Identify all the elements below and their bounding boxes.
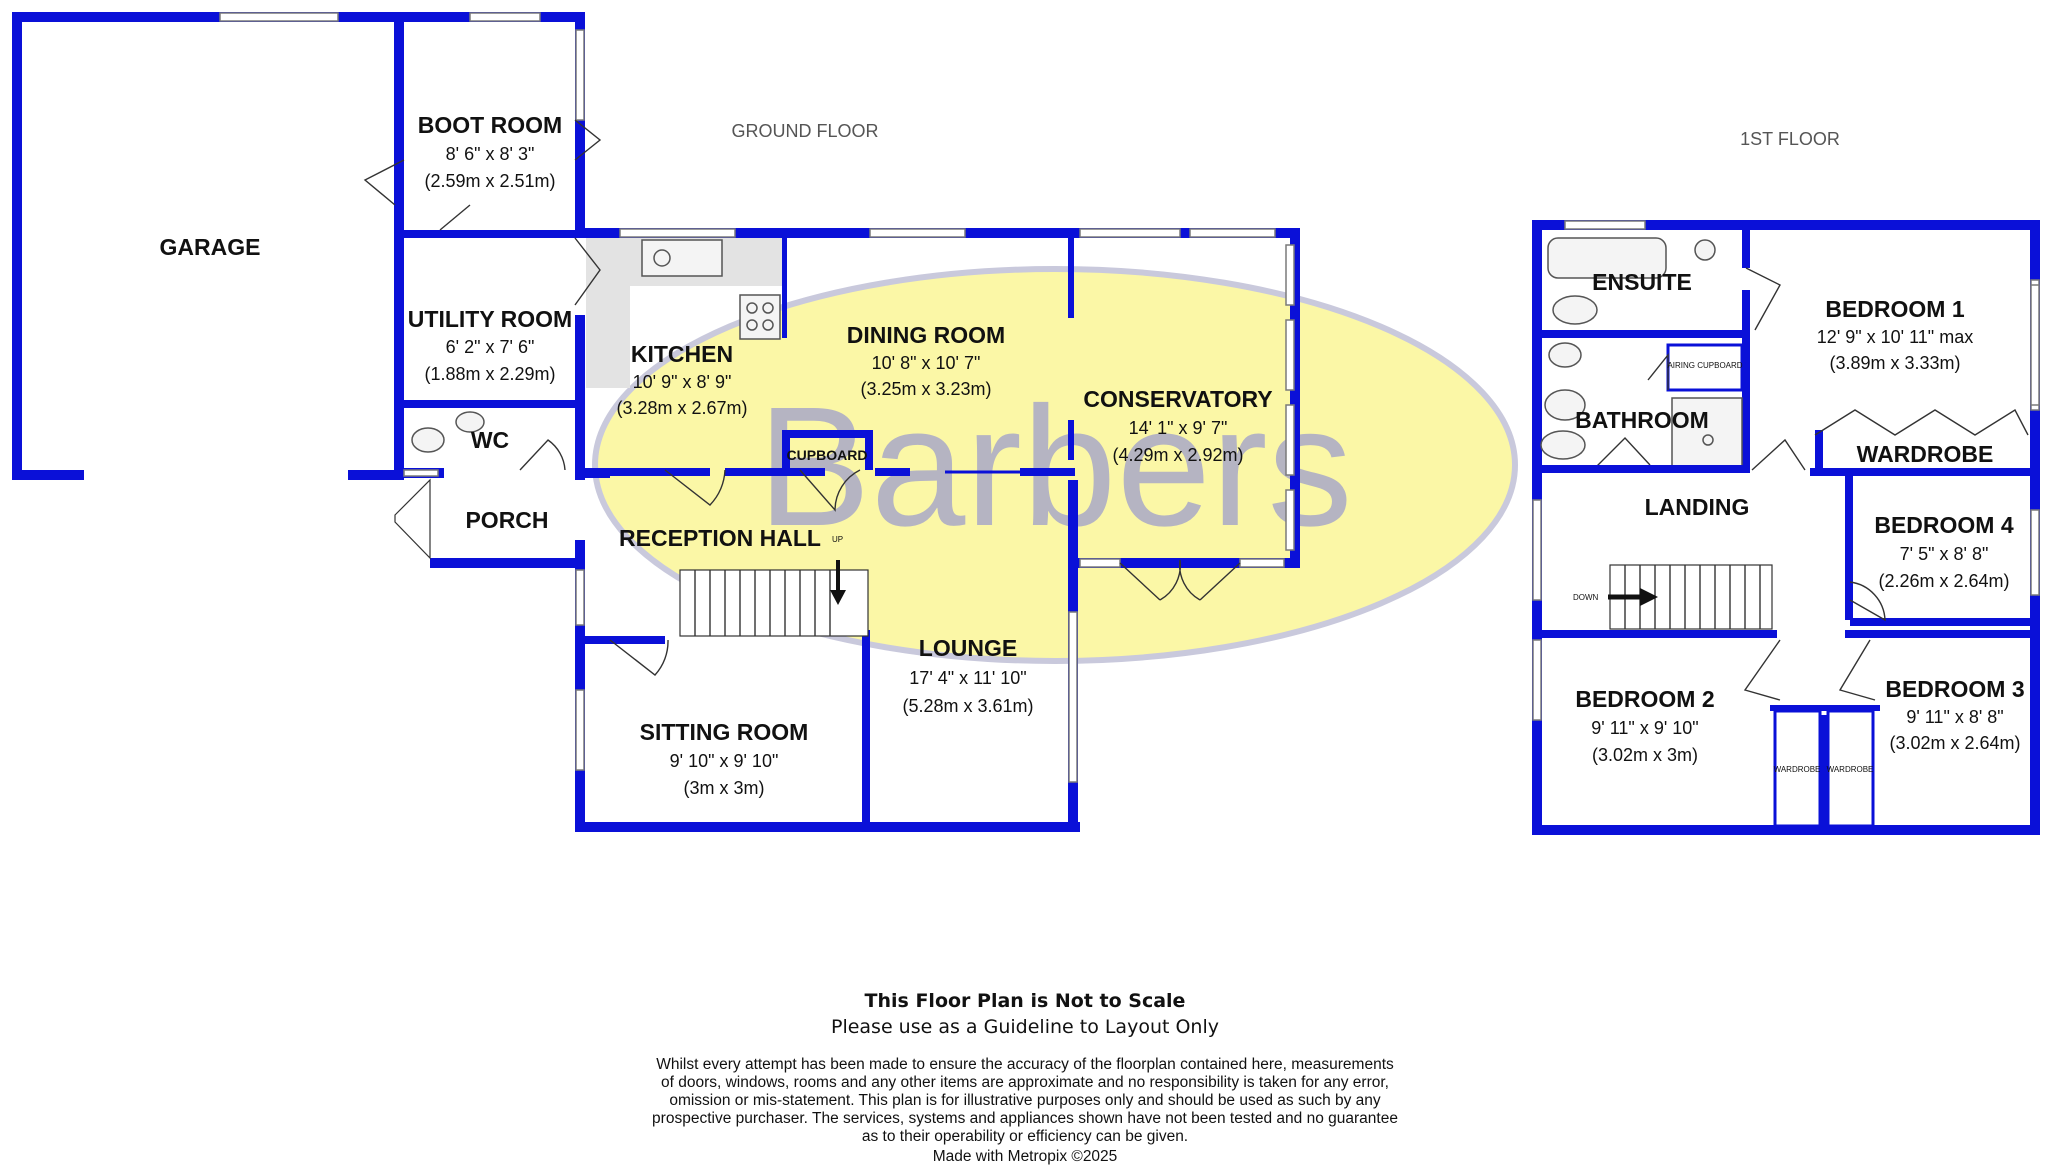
disclaimer-line: omission or mis-statement. This plan is …: [669, 1092, 1381, 1109]
first-floor-label: 1ST FLOOR: [1740, 129, 1840, 149]
watermark-text: Barbers: [757, 372, 1352, 562]
first-floor-plan: DOWN: [1532, 220, 2040, 835]
conservatory-name: CONSERVATORY: [1083, 386, 1272, 412]
sitting-room-imperial: 9' 10" x 9' 10": [670, 751, 779, 771]
kitchen-imperial: 10' 9" x 8' 9": [633, 372, 732, 392]
dining-room-imperial: 10' 8" x 10' 7": [872, 353, 981, 373]
ground-floor-stairs: UP: [679, 535, 869, 637]
utility-room-imperial: 6' 2" x 7' 6": [446, 337, 535, 357]
wardrobe-small-1-name: WARDROBE: [1774, 765, 1821, 774]
boot-room-imperial: 8' 6" x 8' 3": [446, 144, 535, 164]
bedroom1-metric: (3.89m x 3.33m): [1829, 353, 1960, 373]
wardrobe-name: WARDROBE: [1857, 441, 1994, 467]
disclaimer-line: as to their operability or efficiency ca…: [861, 1128, 1189, 1145]
disclaimer-line: of doors, windows, rooms and any other i…: [660, 1074, 1389, 1091]
lounge-name: LOUNGE: [919, 635, 1017, 661]
wardrobe-small-2-name: WARDROBE: [1827, 765, 1874, 774]
conservatory-metric: (4.29m x 2.92m): [1112, 445, 1243, 465]
disclaimer-line: Whilst every attempt has been made to en…: [656, 1056, 1394, 1073]
ground-floor-label: GROUND FLOOR: [731, 121, 878, 141]
utility-room-metric: (1.88m x 2.29m): [424, 364, 555, 384]
reception-hall-name: RECEPTION HALL: [619, 525, 821, 551]
bedroom2-metric: (3.02m x 3m): [1592, 745, 1698, 765]
metropix-credit: Made with Metropix ©2025: [932, 1148, 1118, 1165]
boot-room-metric: (2.59m x 2.51m): [424, 171, 555, 191]
garage-name: GARAGE: [160, 234, 261, 260]
sitting-room-name: SITTING ROOM: [640, 719, 809, 745]
bedroom1-name: BEDROOM 1: [1825, 296, 1965, 322]
bedroom4-imperial: 7' 5" x 8' 8": [1900, 544, 1989, 564]
bathroom-name: BATHROOM: [1575, 407, 1709, 433]
bedroom3-imperial: 9' 11" x 8' 8": [1906, 707, 2003, 727]
bedroom3-name: BEDROOM 3: [1885, 676, 2024, 702]
lounge-imperial: 17' 4" x 11' 10": [909, 668, 1026, 688]
landing-name: LANDING: [1645, 494, 1750, 520]
utility-room-name: UTILITY ROOM: [408, 306, 572, 332]
stairs-up-label: UP: [832, 535, 843, 544]
stairs-down-label: DOWN: [1573, 593, 1599, 602]
ensuite-name: ENSUITE: [1592, 269, 1692, 295]
bedroom4-name: BEDROOM 4: [1874, 512, 2014, 538]
kitchen-metric: (3.28m x 2.67m): [616, 398, 747, 418]
bedroom1-imperial: 12' 9" x 10' 11" max: [1817, 327, 1973, 347]
ground-floor-plan: UP: [12, 12, 1300, 832]
boot-room-name: BOOT ROOM: [418, 112, 562, 138]
lounge-metric: (5.28m x 3.61m): [902, 696, 1033, 716]
airing-cupboard-name: AIRING CUPBOARD: [1667, 361, 1742, 370]
floorplan-footer: This Floor Plan is Not to Scale Please u…: [640, 990, 1410, 1166]
cupboard-name: CUPBOARD: [787, 447, 868, 463]
guideline-subtitle: Please use as a Guideline to Layout Only: [830, 1016, 1219, 1038]
porch-name: PORCH: [465, 507, 548, 533]
bedroom2-name: BEDROOM 2: [1575, 686, 1714, 712]
first-floor-stairs: DOWN: [1573, 564, 1773, 630]
bedroom2-imperial: 9' 11" x 9' 10": [1591, 718, 1698, 738]
bedroom3-metric: (3.02m x 2.64m): [1889, 733, 2020, 753]
conservatory-imperial: 14' 1" x 9' 7": [1129, 418, 1228, 438]
dining-room-name: DINING ROOM: [847, 322, 1005, 348]
dining-room-metric: (3.25m x 3.23m): [860, 379, 991, 399]
bedroom4-metric: (2.26m x 2.64m): [1878, 571, 2009, 591]
disclaimer-line: prospective purchaser. The services, sys…: [652, 1110, 1398, 1127]
room-labels: GARAGE BOOT ROOM 8' 6" x 8' 3" (2.59m x …: [160, 112, 2025, 798]
sitting-room-metric: (3m x 3m): [684, 778, 765, 798]
not-to-scale-title: This Floor Plan is Not to Scale: [864, 990, 1186, 1012]
wc-name: WC: [471, 427, 509, 453]
kitchen-name: KITCHEN: [631, 341, 733, 367]
